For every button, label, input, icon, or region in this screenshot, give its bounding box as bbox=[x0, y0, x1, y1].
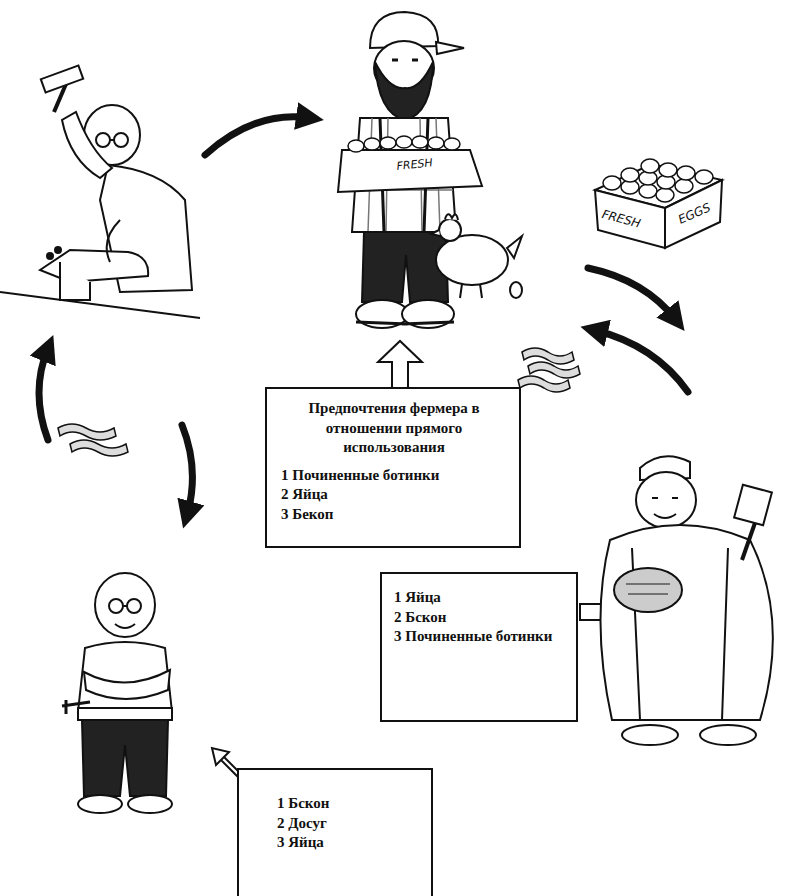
preference-item: 3 Яйца bbox=[277, 833, 419, 853]
preference-item: 1 Бскон bbox=[277, 794, 419, 814]
preference-item: 2 Яйца bbox=[281, 485, 507, 505]
preference-item: 1 Яйца bbox=[394, 588, 566, 608]
chicken bbox=[431, 214, 522, 298]
butcher-preferences-box: 1 Яйца2 Бскон3 Починенные ботинки bbox=[380, 572, 578, 722]
preference-item: 3 Бекоп bbox=[281, 505, 507, 525]
butcher-figure bbox=[600, 456, 772, 745]
carpenter-figure bbox=[62, 573, 172, 813]
preference-item: 2 Досуг bbox=[277, 814, 419, 834]
farmer-preferences-box: Предпочтения фермера в отношении прямого… bbox=[265, 387, 521, 548]
preference-item: 1 Починенные ботинки bbox=[281, 466, 507, 486]
carpenter-preferences-box: 1 Бскон2 Досуг3 Яйца bbox=[237, 768, 433, 896]
box-heading: Предпочтения фермера в отношении прямого… bbox=[281, 399, 507, 458]
hollow-arrows bbox=[212, 341, 628, 779]
preference-item: 3 Починенные ботинки bbox=[394, 627, 566, 647]
egg-crate bbox=[595, 159, 722, 248]
shoemaker-figure bbox=[0, 66, 200, 318]
preference-item: 2 Бскон bbox=[394, 608, 566, 628]
